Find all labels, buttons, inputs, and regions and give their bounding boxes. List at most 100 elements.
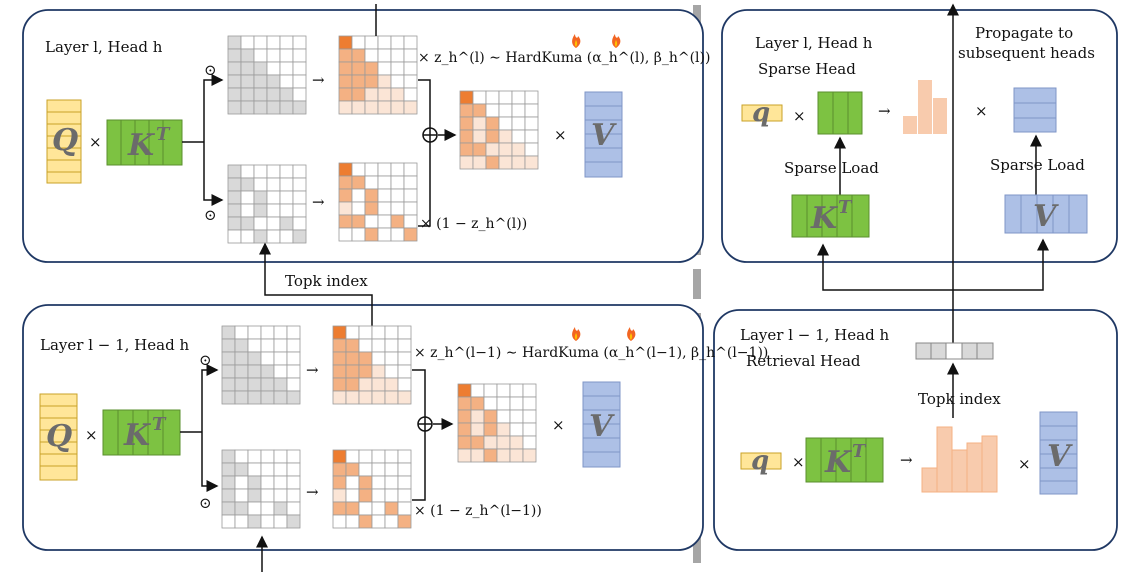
grid-cell xyxy=(371,338,386,353)
fire-icon xyxy=(612,34,621,48)
grid-cell xyxy=(286,514,301,529)
grid-cell xyxy=(279,229,294,244)
grid-cell xyxy=(247,338,262,353)
grid-cell xyxy=(498,142,513,157)
grid-cell xyxy=(351,227,366,242)
grid-cell xyxy=(524,90,539,105)
grid-cell xyxy=(266,229,281,244)
grid-cell xyxy=(273,351,288,366)
grid-cell xyxy=(522,435,537,450)
grid-cell xyxy=(234,475,249,490)
grid-cell xyxy=(345,377,360,392)
grid-cell xyxy=(292,87,307,102)
grid-cell xyxy=(509,435,524,450)
grid-cell xyxy=(498,103,513,118)
v-label-bottom: V xyxy=(589,409,615,444)
grid-cell xyxy=(345,501,360,516)
grid-cell xyxy=(332,514,347,529)
grid-cell xyxy=(221,390,236,405)
grid-cell xyxy=(364,162,379,177)
grid-cell xyxy=(227,190,242,205)
grid-cell xyxy=(273,514,288,529)
grid-cell xyxy=(403,61,418,76)
grid-cell xyxy=(240,229,255,244)
grid-cell xyxy=(496,422,511,437)
grid-cell xyxy=(470,448,485,463)
grid-cell xyxy=(377,201,392,216)
grid-cell xyxy=(292,164,307,179)
grid-cell xyxy=(377,100,392,115)
grid-cell xyxy=(351,74,366,89)
grid-cell xyxy=(358,501,373,516)
grid-cell xyxy=(403,100,418,115)
grid-cell xyxy=(279,100,294,115)
grid-cell xyxy=(221,488,236,503)
grid-cell xyxy=(234,514,249,529)
grid-cell xyxy=(511,90,526,105)
k-sparse-block xyxy=(817,91,863,135)
grid-cell xyxy=(403,175,418,190)
grid-cell xyxy=(377,48,392,63)
grid-cell xyxy=(234,325,249,340)
mask-grid xyxy=(221,325,301,405)
grid-cell xyxy=(247,449,262,464)
grid-cell xyxy=(286,488,301,503)
grid-cell xyxy=(364,35,379,50)
grid-cell xyxy=(459,129,474,144)
grid-cell xyxy=(459,142,474,157)
k-full-matrix-sparse: K T xyxy=(791,194,870,238)
topk-link-label: Topk index xyxy=(285,272,368,290)
grid-cell xyxy=(377,61,392,76)
grid-cell xyxy=(403,48,418,63)
grid-cell xyxy=(279,203,294,218)
grid-cell xyxy=(234,364,249,379)
grid-cell xyxy=(332,475,347,490)
grid-cell xyxy=(253,61,268,76)
grid-cell xyxy=(240,87,255,102)
grid-cell xyxy=(247,390,262,405)
grid-cell xyxy=(234,488,249,503)
grid-cell xyxy=(266,177,281,192)
left-bottom-title: Layer l − 1, Head h xyxy=(40,336,189,354)
grid-cell xyxy=(384,390,399,405)
k-sup-sparse: T xyxy=(838,197,853,218)
times-sign: × xyxy=(792,453,805,471)
grid-cell xyxy=(364,48,379,63)
grid-cell xyxy=(292,229,307,244)
k-label-retrieval: K xyxy=(824,445,853,480)
grid-cell xyxy=(358,377,373,392)
grid-cell xyxy=(332,351,347,366)
grid-cell xyxy=(234,390,249,405)
grid-cell xyxy=(260,462,275,477)
q-matrix-bottom: Q xyxy=(39,393,78,481)
grid-cell xyxy=(384,462,399,477)
q-label-retrieval: q xyxy=(751,446,769,476)
grid-cell xyxy=(338,87,353,102)
grid-cell xyxy=(292,61,307,76)
grid-cell xyxy=(260,377,275,392)
grid-cell xyxy=(358,462,373,477)
grid-cell xyxy=(511,103,526,118)
grid-cell xyxy=(397,338,412,353)
grid-cell xyxy=(286,351,301,366)
left-bottom-panel xyxy=(22,304,704,551)
grid-cell xyxy=(260,449,275,464)
grid-cell xyxy=(390,74,405,89)
grid-cell xyxy=(511,155,526,170)
grid-cell xyxy=(260,351,275,366)
grid-cell xyxy=(338,214,353,229)
grid-cell xyxy=(279,87,294,102)
grid-cell xyxy=(377,35,392,50)
grid-cell xyxy=(266,48,281,63)
grid-cell xyxy=(498,155,513,170)
left-top-panel xyxy=(22,9,704,263)
grid-cell xyxy=(292,48,307,63)
grid-cell xyxy=(247,364,262,379)
grid-cell xyxy=(273,462,288,477)
grid-cell xyxy=(351,188,366,203)
grid-cell xyxy=(377,188,392,203)
grid-cell xyxy=(286,325,301,340)
grid-cell xyxy=(227,48,242,63)
grid-cell xyxy=(338,35,353,50)
grid-cell xyxy=(332,325,347,340)
